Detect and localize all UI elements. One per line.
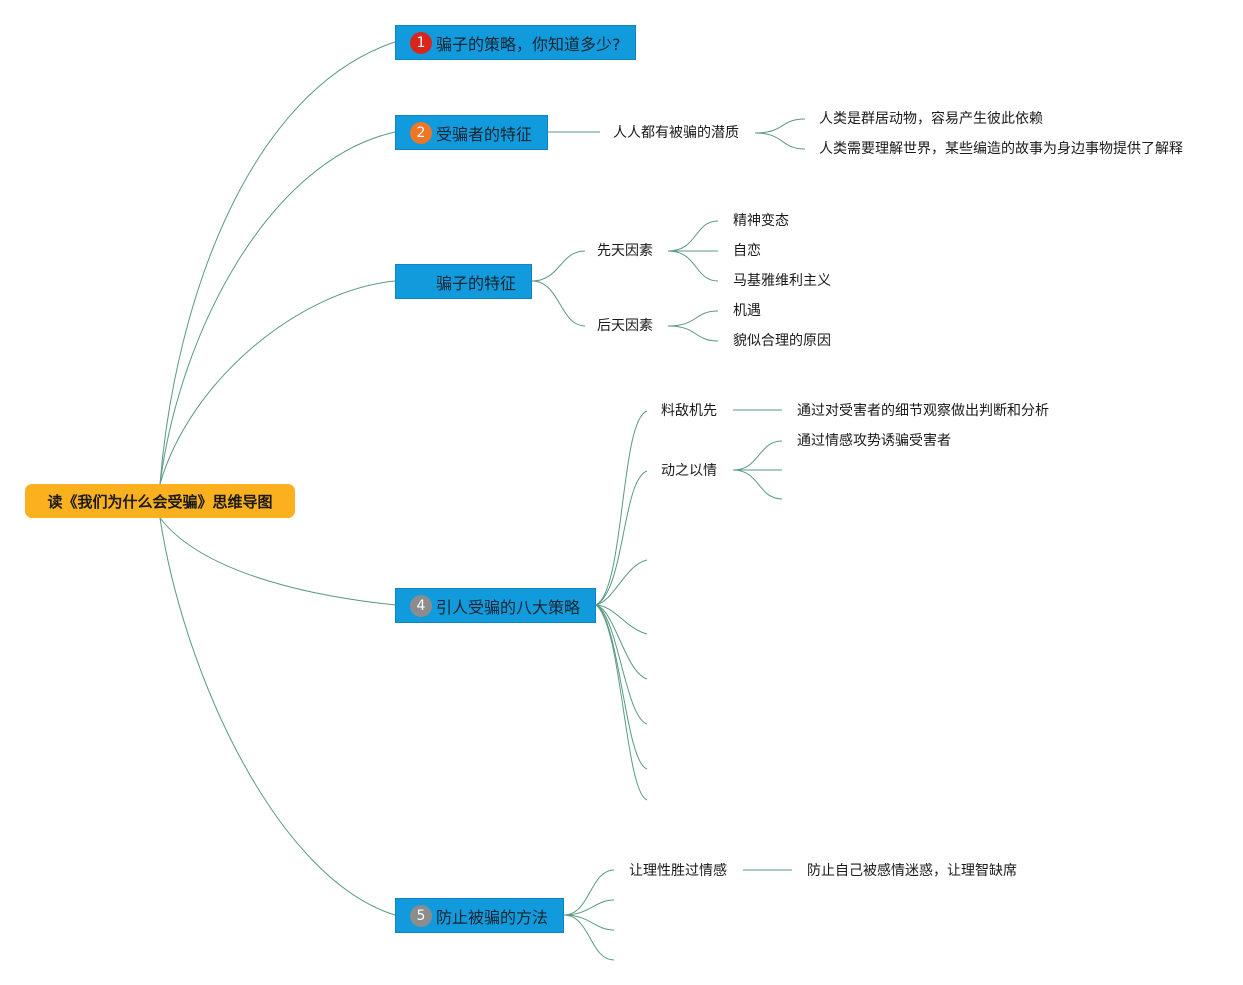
leaf-plausible-reason[interactable]: 貌似合理的原因 (733, 333, 831, 349)
link-topic4-c5 (595, 604, 648, 680)
link-root-topic5 (159, 517, 396, 916)
link-acquired-leaf2 (667, 325, 719, 342)
leaf-social-animals[interactable]: 人类是群居动物，容易产生彼此依赖 (819, 111, 1043, 127)
link-topic5-c4 (563, 914, 615, 961)
leaf-need-to-understand[interactable]: 人类需要理解世界，某些编造的故事为身边事物提供了解释 (819, 141, 1183, 157)
subtopic-innate-factors[interactable]: 先天因素 (597, 243, 653, 259)
link-innate-leaf3 (667, 250, 719, 282)
topic-eight-strategies[interactable]: 4 引人受骗的八大策略 (395, 588, 596, 623)
link-b2-leaf2 (754, 132, 806, 150)
link-topic4-c2 (595, 470, 648, 606)
number-four-icon: 4 (410, 594, 432, 617)
link-topic4-c4 (595, 604, 648, 635)
leaf-avoid-emotional-confusion[interactable]: 防止自己被感情迷惑，让理智缺席 (807, 863, 1017, 879)
subtopic-emotional-appeal[interactable]: 动之以情 (661, 463, 717, 479)
number-one-icon: 1 (410, 31, 432, 54)
root-topic-label: 读《我们为什么会受骗》思维导图 (47, 492, 273, 511)
link-topic5-c1 (563, 869, 615, 916)
subtopic-reason-over-emotion[interactable]: 让理性胜过情感 (629, 863, 727, 879)
number-five-icon: 5 (410, 904, 432, 927)
topic-swindler-traits[interactable]: 骗子的特征 (395, 264, 532, 299)
topic-strategies-question[interactable]: 1 骗子的策略，你知道多少? (395, 25, 636, 60)
number-two-icon: 2 (410, 121, 432, 144)
link-root-topic4 (159, 517, 396, 606)
leaf-emotional-attack[interactable]: 通过情感攻势诱骗受害者 (797, 433, 951, 449)
link-topic4-c6 (595, 604, 648, 725)
topic-label: 防止被骗的方法 (436, 907, 549, 927)
leaf-opportunity[interactable]: 机遇 (733, 303, 761, 319)
link-topic4-c8 (595, 604, 648, 801)
link-topic3-acquired (531, 280, 586, 327)
topic-label: 骗子的策略，你知道多少? (436, 34, 621, 54)
topic-label: 引人受骗的八大策略 (436, 597, 581, 617)
link-c2-leaf1 (732, 440, 783, 471)
link-topic4-c1 (595, 410, 648, 606)
link-root-topic3 (159, 280, 396, 485)
topic-victim-traits[interactable]: 2 受骗者的特征 (395, 115, 548, 150)
topic-label: 受骗者的特征 (436, 124, 533, 144)
link-topic4-c3 (595, 559, 648, 606)
leaf-machiavellianism[interactable]: 马基雅维利主义 (733, 273, 831, 289)
leaf-observe-details[interactable]: 通过对受害者的细节观察做出判断和分析 (797, 403, 1049, 419)
topic-label: 骗子的特征 (436, 273, 517, 293)
leaf-psychopathy[interactable]: 精神变态 (733, 213, 789, 229)
link-b2-leaf1 (754, 118, 806, 134)
link-acquired-leaf1 (667, 310, 719, 327)
link-root-topic1 (159, 41, 396, 485)
link-topic3-innate (531, 250, 586, 282)
topic-prevention-methods[interactable]: 5 防止被骗的方法 (395, 898, 564, 933)
leaf-narcissism[interactable]: 自恋 (733, 243, 761, 259)
link-root-topic2 (159, 131, 396, 485)
link-topic5-c2 (563, 899, 615, 916)
link-topic4-c7 (595, 604, 648, 770)
subtopic-everyone-susceptible[interactable]: 人人都有被骗的潜质 (613, 125, 739, 141)
link-topic5-c3 (563, 914, 615, 931)
link-c2-leaf3 (732, 469, 783, 500)
subtopic-anticipate[interactable]: 料敌机先 (661, 403, 717, 419)
root-topic[interactable]: 读《我们为什么会受骗》思维导图 (25, 484, 295, 518)
link-innate-leaf1 (667, 220, 719, 252)
subtopic-acquired-factors[interactable]: 后天因素 (597, 318, 653, 334)
